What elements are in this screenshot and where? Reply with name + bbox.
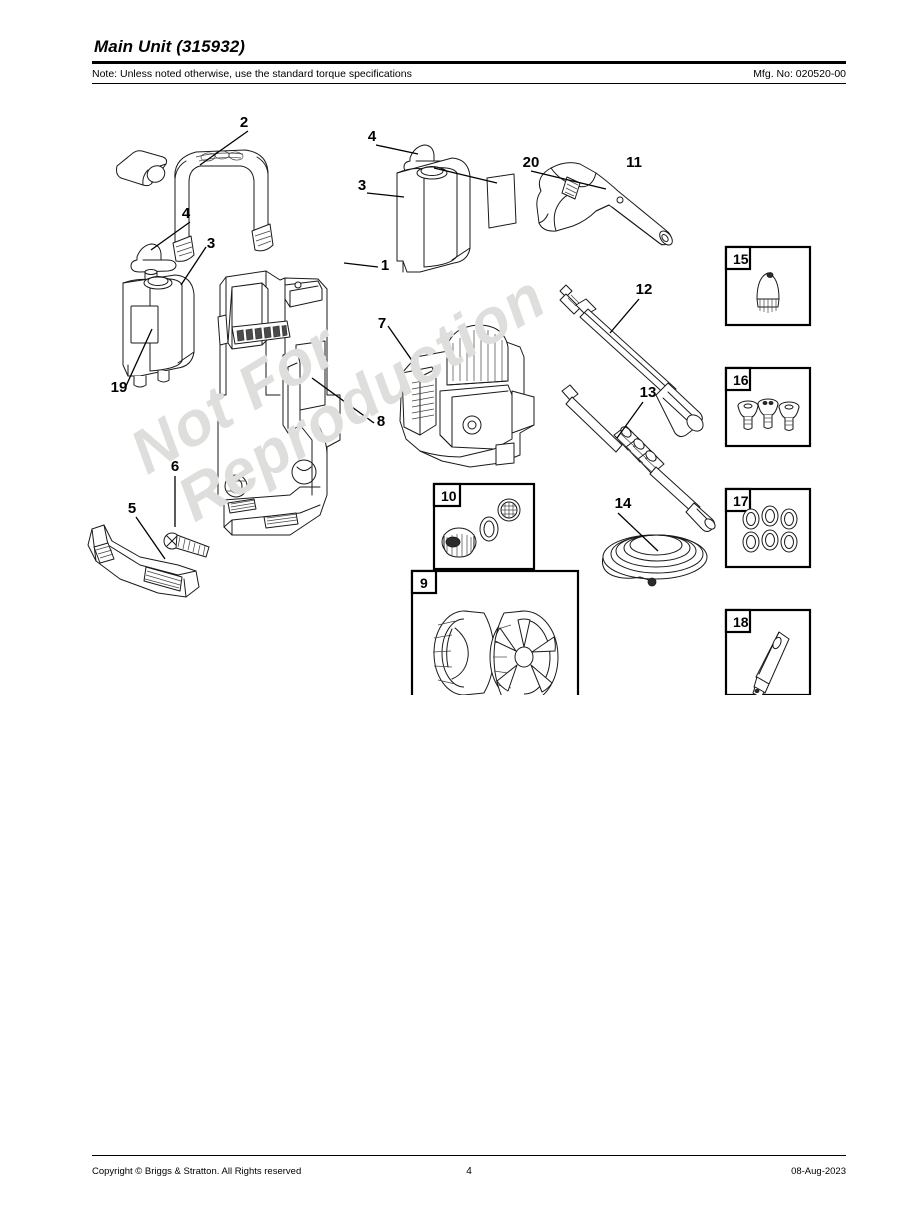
revision-date: 08-Aug-2023 bbox=[791, 1166, 846, 1177]
page-footer: Copyright © Briggs & Stratton. All Right… bbox=[92, 1154, 846, 1177]
callout-7: 7 bbox=[378, 315, 386, 332]
part-tank-cap-left bbox=[130, 243, 177, 283]
part-handle-assembly bbox=[172, 149, 274, 262]
exploded-parts-diagram: .ln { fill:none; stroke:#1a1a1a; stroke-… bbox=[0, 95, 906, 695]
boxed-item-detergent-bottle: 18 bbox=[724, 608, 812, 695]
callout-2: 2 bbox=[240, 114, 248, 131]
part-spray-wand-turbo bbox=[559, 284, 704, 438]
callout-20: 20 bbox=[523, 154, 540, 171]
boxed-item-wheel-kit: 9 bbox=[410, 569, 580, 695]
callout-8: 8 bbox=[377, 413, 385, 430]
boxed-item-nozzle-set: 16 bbox=[724, 366, 812, 448]
callout-6: 6 bbox=[171, 458, 179, 475]
callout-1: 1 bbox=[381, 257, 389, 274]
part-decal-label bbox=[486, 173, 517, 229]
part-spray-wand-adjustable bbox=[561, 384, 716, 532]
callout-leaders bbox=[125, 130, 659, 560]
part-motor-pump-assembly bbox=[399, 324, 535, 468]
header-subrow: Note: Unless noted otherwise, use the st… bbox=[92, 64, 846, 82]
part-handle-grip-cap bbox=[116, 150, 168, 187]
callout-4-upper: 4 bbox=[368, 128, 377, 145]
callout-13: 13 bbox=[640, 384, 657, 401]
part-detergent-tank-right bbox=[396, 157, 471, 273]
callout-19: 19 bbox=[111, 379, 128, 396]
boxed-item-o-ring-kit: 17 bbox=[724, 487, 812, 569]
mfg-number: Mfg. No: 020520-00 bbox=[753, 68, 846, 80]
header-divider-thin bbox=[92, 83, 846, 84]
callout-3-right: 3 bbox=[358, 177, 366, 194]
callout-4-left: 4 bbox=[182, 205, 191, 222]
part-high-pressure-hose bbox=[602, 534, 708, 587]
footer-row: Copyright © Briggs & Stratton. All Right… bbox=[92, 1166, 846, 1177]
part-detergent-tank-left bbox=[122, 274, 195, 388]
box-number-10: 10 bbox=[441, 488, 457, 504]
callout-5: 5 bbox=[128, 500, 136, 517]
part-tank-window-decal bbox=[130, 305, 159, 344]
boxed-item-turbo-nozzle: 15 bbox=[724, 245, 812, 327]
box-number-9: 9 bbox=[420, 575, 428, 591]
header-divider-thick bbox=[92, 61, 846, 64]
callout-12: 12 bbox=[636, 281, 653, 298]
box-number-16: 16 bbox=[733, 372, 749, 388]
box-number-15: 15 bbox=[733, 251, 749, 267]
callout-3-left: 3 bbox=[207, 235, 215, 252]
callout-numbers: 2 4 20 11 3 4 3 1 19 7 8 12 13 6 5 14 bbox=[111, 114, 657, 517]
boxed-item-inlet-filter-kit: 10 bbox=[432, 482, 536, 571]
page-header: Main Unit (315932) Note: Unless noted ot… bbox=[92, 36, 846, 84]
part-main-housing-shell bbox=[217, 270, 341, 536]
callout-11: 11 bbox=[626, 154, 642, 171]
torque-note: Note: Unless noted otherwise, use the st… bbox=[92, 68, 412, 80]
box-number-17: 17 bbox=[733, 493, 749, 509]
page-title: Main Unit (315932) bbox=[94, 37, 246, 56]
part-spray-gun bbox=[536, 162, 673, 246]
footer-divider bbox=[92, 1154, 846, 1156]
box-number-18: 18 bbox=[733, 614, 749, 630]
callout-14: 14 bbox=[615, 495, 632, 512]
copyright-text: Copyright © Briggs & Stratton. All Right… bbox=[92, 1166, 302, 1177]
part-screw bbox=[163, 532, 210, 558]
part-base-foot bbox=[87, 524, 200, 598]
